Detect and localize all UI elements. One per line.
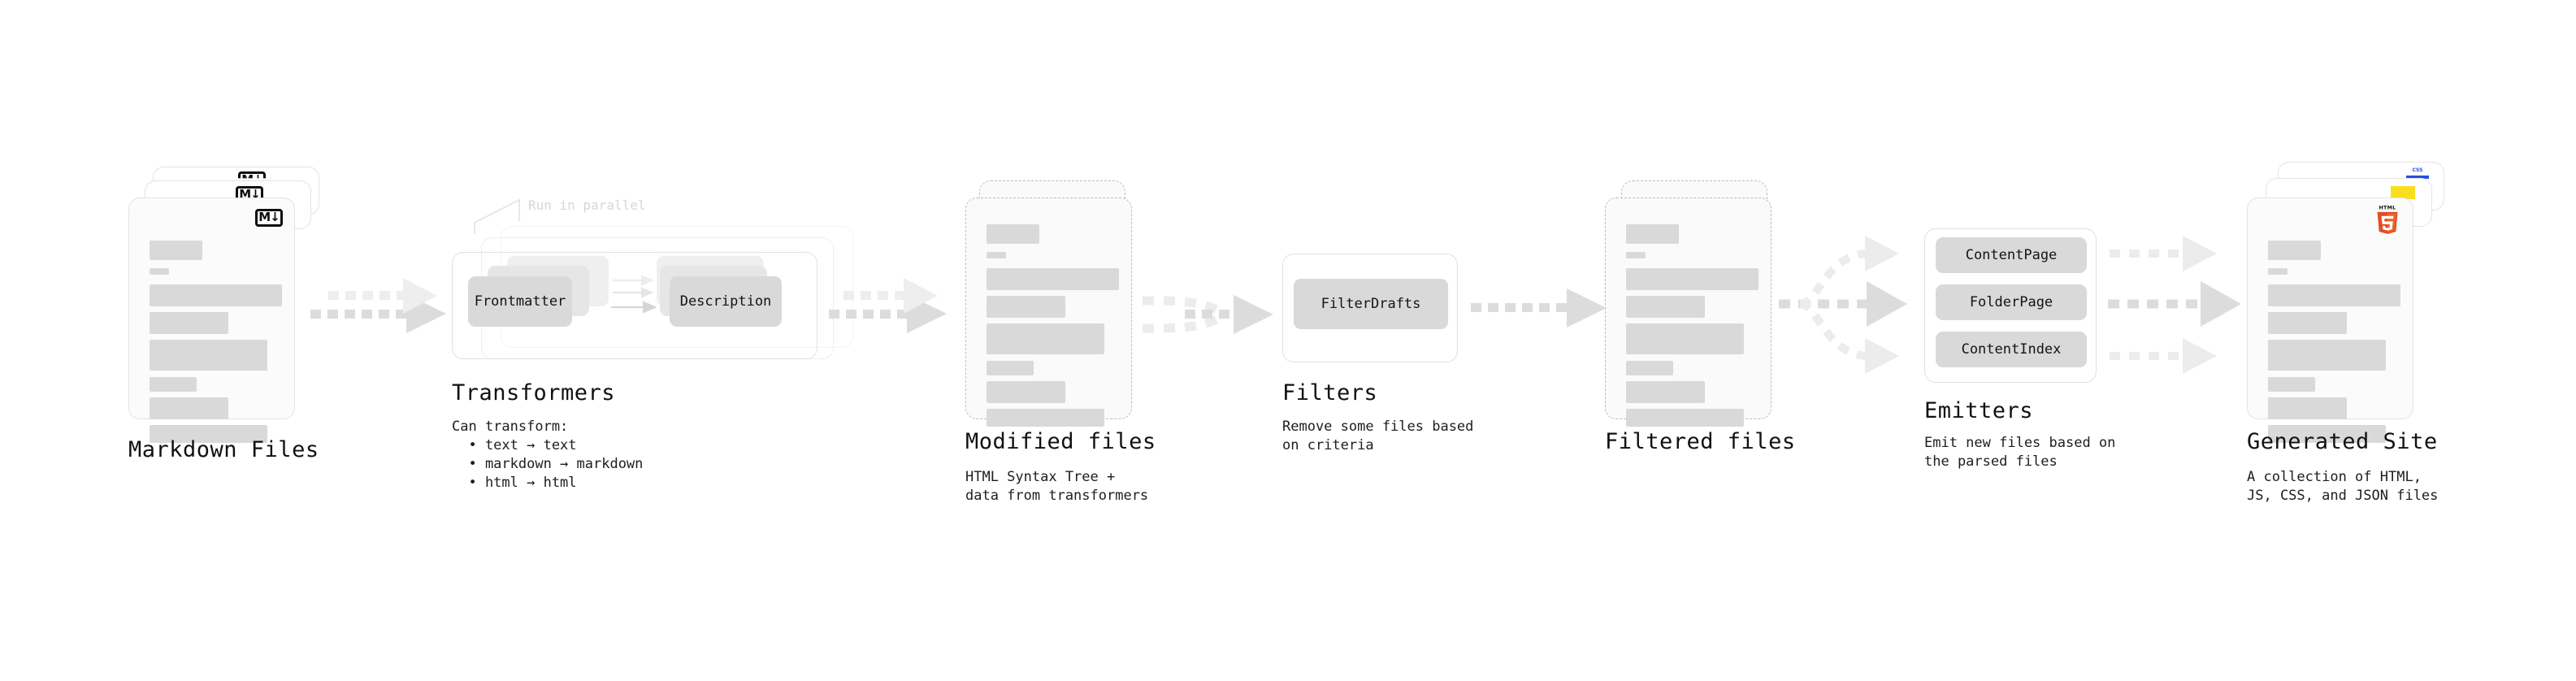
doc-line [1626,252,1646,258]
css-icon-bar [2406,176,2429,179]
emitter-pill-contentindex[interactable]: ContentIndex [1936,332,2087,367]
transformer-pill-label: Frontmatter [474,293,566,310]
modified-file-card-front [965,197,1132,427]
doc-line [150,340,267,371]
stage-title-transformers: Transformers [452,380,616,406]
doc-line [1626,268,1759,290]
js-icon [2391,186,2415,199]
css-icon-label: CSS [2412,167,2423,173]
emitter-pill-label: ContentPage [1965,247,2058,263]
doc-line [2268,268,2288,275]
doc-line [2268,425,2386,443]
transformers-box-front [452,252,817,359]
run-in-parallel-label: Run in parallel [528,197,646,213]
stage-title-markdown-files: Markdown Files [128,437,319,462]
doc-line [987,296,1065,318]
html5-icon: HTML [2377,206,2398,234]
stage-subtitle-emitters: Emit new files based on the parsed files [1924,435,2116,470]
stage-subtitle-filters: Remove some files based on criteria [1282,419,1474,453]
markdown-file-card-front: M↓ [128,197,295,443]
stage-title-filters: Filters [1282,380,1378,406]
connector-filters-to-filtered [1471,288,1607,327]
doc-line [2268,340,2386,371]
stage-subtitle-modified-files: HTML Syntax Tree + data from transformer… [965,469,1149,504]
doc-line [150,312,228,334]
markdown-icon: M↓ [255,209,283,227]
filter-pill-filterdrafts[interactable]: FilterDrafts [1294,279,1448,329]
markdown-icon: M↓ [238,171,266,179]
filtered-file-card-front [1605,197,1772,427]
doc-line [2268,241,2321,260]
doc-line [987,224,1039,244]
emitter-pill-label: ContentIndex [1961,341,2062,358]
doc-line [1626,296,1705,318]
transformer-pill-label: Description [679,293,772,310]
doc-line [2268,284,2400,306]
transformer-pill-description[interactable]: Description [670,276,782,327]
generated-site-card-front: HTML [2247,197,2413,443]
svg-text:HTML: HTML [2379,206,2396,211]
doc-line [150,397,228,419]
doc-line [1626,381,1705,403]
doc-line [987,252,1006,258]
emitter-pill-contentpage[interactable]: ContentPage [1936,237,2087,273]
doc-line [150,284,282,306]
stage-subtitle-transformers: Can transform: • text → text • markdown … [452,419,644,491]
markdown-icon: M↓ [236,186,263,198]
stage-title-filtered-files: Filtered files [1605,429,1796,454]
doc-line [987,381,1065,403]
run-in-parallel-leader [474,198,520,234]
doc-line [150,425,267,443]
css-icon: CSS [2406,167,2429,179]
emitter-pill-label: FolderPage [1969,294,2053,310]
doc-line [987,268,1119,290]
transformer-pill-frontmatter[interactable]: Frontmatter [468,276,572,327]
doc-line [150,377,197,392]
doc-line [2268,377,2315,392]
doc-line [150,241,202,260]
doc-line [1626,361,1673,375]
stage-subtitle-generated-site: A collection of HTML, JS, CSS, and JSON … [2247,469,2439,504]
doc-line [987,323,1104,354]
transformer-internal-arrows [611,275,657,314]
connector-modified-to-filters [1142,295,1273,334]
doc-line [2268,312,2347,334]
doc-line [1626,409,1744,427]
doc-line [987,361,1034,375]
doc-line [1626,323,1744,354]
markdown-icon-label: M [258,209,271,224]
connector-filtered-to-emitters [1779,236,1907,374]
stage-title-generated-site: Generated Site [2247,429,2438,454]
stage-title-modified-files: Modified files [965,429,1156,454]
connector-markdown-to-transformers [310,278,446,333]
connector-emitters-to-site [2108,236,2241,374]
doc-line [2268,397,2347,419]
connector-transformers-to-modified [829,278,947,333]
doc-line [987,409,1104,427]
emitter-pill-folderpage[interactable]: FolderPage [1936,284,2087,320]
stage-title-emitters: Emitters [1924,398,2034,423]
filter-pill-label: FilterDrafts [1321,296,1421,312]
doc-line [150,268,169,275]
doc-line [1626,224,1679,244]
